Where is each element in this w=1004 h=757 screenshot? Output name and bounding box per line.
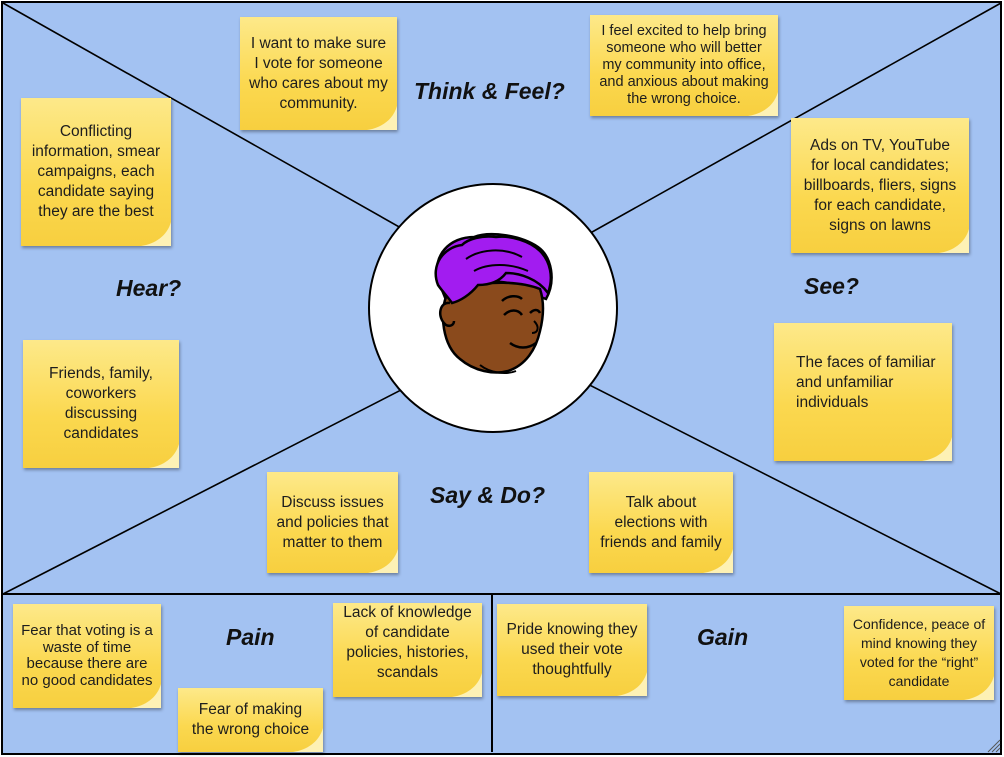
- note-say-1: Discuss issues and policies that matter …: [276, 493, 389, 551]
- sticky-note[interactable]: The faces of familiar and unfamiliar ind…: [774, 323, 952, 461]
- sticky-note[interactable]: I want to make sure I vote for someone w…: [240, 17, 397, 130]
- page-curl-icon: [703, 549, 733, 573]
- note-gain-2: Confidence, peace of mind knowing they v…: [852, 616, 986, 689]
- see-heading: See?: [804, 273, 859, 299]
- divider-bottom-left: [2, 369, 441, 595]
- divider-top-left: [2, 2, 441, 251]
- divider-top-right: [559, 2, 1002, 251]
- resize-grip-icon[interactable]: [987, 739, 1001, 753]
- note-pain-3: Lack of knowledge of candidate policies,…: [343, 604, 472, 681]
- sticky-note[interactable]: I feel excited to help bring someone who…: [590, 15, 778, 116]
- note-hear-1: Conflicting information, smear campaigns…: [31, 123, 161, 220]
- note-pain-2: Fear of making the wrong choice: [191, 701, 310, 738]
- note-say-2: Talk about elections with friends and fa…: [600, 493, 722, 551]
- think-feel-heading: Think & Feel?: [414, 78, 565, 104]
- note-pain-1: Fear that voting is a waste of time beca…: [21, 622, 153, 689]
- sticky-note[interactable]: Discuss issues and policies that matter …: [267, 472, 398, 573]
- note-see-2: The faces of familiar and unfamiliar ind…: [796, 354, 936, 411]
- note-gain-1: Pride knowing they used their vote thoug…: [506, 621, 638, 678]
- sticky-note[interactable]: Confidence, peace of mind knowing they v…: [844, 606, 994, 700]
- sticky-note[interactable]: Pride knowing they used their vote thoug…: [497, 604, 647, 696]
- sticky-note[interactable]: Friends, family, coworkers discussing ca…: [23, 340, 179, 468]
- note-think-1: I want to make sure I vote for someone w…: [249, 34, 388, 112]
- hear-heading: Hear?: [116, 275, 182, 301]
- sticky-note[interactable]: Conflicting information, smear campaigns…: [21, 98, 171, 246]
- page-curl-icon: [141, 222, 171, 246]
- page-curl-icon: [922, 437, 952, 461]
- note-see-1: Ads on TV, YouTube for local candidates;…: [803, 136, 957, 234]
- sticky-note[interactable]: Fear of making the wrong choice: [178, 688, 323, 752]
- divider-bottom-right: [559, 369, 1002, 595]
- person-face-icon: [434, 233, 553, 374]
- gain-heading: Gain: [697, 624, 749, 650]
- pain-heading: Pain: [226, 624, 275, 650]
- sticky-note[interactable]: Fear that voting is a waste of time beca…: [13, 604, 161, 708]
- note-think-2: I feel excited to help bring someone who…: [599, 23, 769, 107]
- sticky-note[interactable]: Lack of knowledge of candidate policies,…: [333, 603, 482, 697]
- page-curl-icon: [149, 444, 179, 468]
- sticky-note[interactable]: Talk about elections with friends and fa…: [589, 472, 733, 573]
- page-curl-icon: [368, 549, 398, 573]
- say-do-heading: Say & Do?: [430, 482, 546, 508]
- note-hear-2: Friends, family, coworkers discussing ca…: [49, 365, 153, 442]
- persona-avatar: [368, 183, 618, 433]
- sticky-note[interactable]: Ads on TV, YouTube for local candidates;…: [791, 118, 969, 253]
